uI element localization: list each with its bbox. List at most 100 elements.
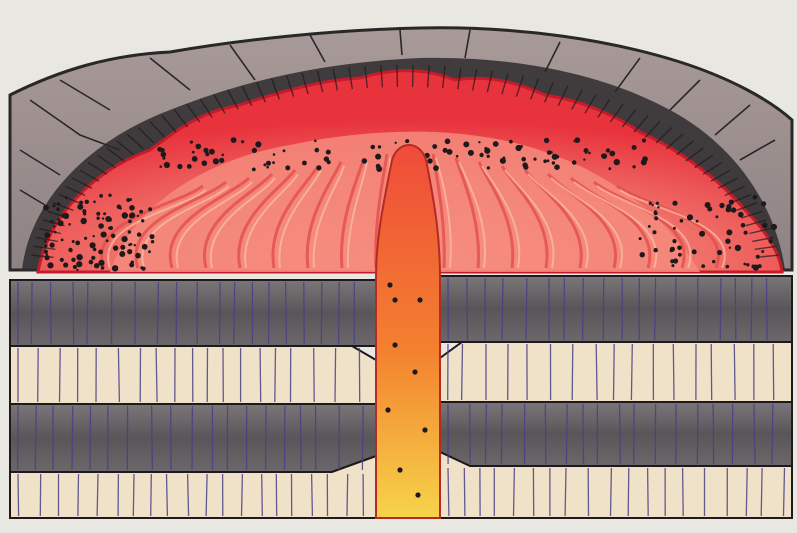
vesicle-dot [699, 231, 705, 237]
vesicle-dot [71, 258, 75, 262]
vesicle-dot [219, 158, 224, 163]
vesicle-dot [113, 245, 118, 250]
vesicle-dot [315, 148, 320, 153]
joint-line [545, 404, 546, 464]
vesicle-dot [109, 226, 113, 230]
vesicle-dot [692, 249, 697, 254]
joint-line [751, 278, 752, 340]
joint-line [87, 282, 88, 344]
joint-line [596, 344, 597, 400]
vesicle-dot [753, 195, 758, 200]
stratum-pale-upper-right [440, 342, 792, 402]
vesicle-dot [139, 210, 143, 214]
joint-line [262, 474, 263, 516]
vesicle-dot [601, 153, 607, 159]
vesicle-dot [129, 205, 135, 211]
vesicle-dot [395, 142, 397, 144]
vesicle-dot [93, 248, 97, 252]
vesicle-dot [677, 246, 682, 251]
vesicle-dot [608, 167, 611, 170]
vesicle-dot [202, 160, 208, 166]
vesicle-dot [314, 140, 317, 143]
joint-line [470, 404, 471, 464]
vesicle-dot [263, 163, 266, 166]
vesicle-dot [523, 165, 528, 170]
vesicle-dot [73, 265, 77, 269]
joint-line [133, 474, 134, 516]
vesicle-dot [762, 223, 768, 229]
vesicle-dot [678, 253, 682, 257]
vesicle-dot [726, 265, 730, 269]
vesicle-dot [362, 158, 367, 163]
vesicle-dot [43, 205, 49, 211]
vesicle-dot [213, 158, 219, 164]
vesicle-dot [701, 264, 705, 268]
vesicle-dot [96, 212, 100, 216]
vesicle-dot [649, 202, 652, 205]
vesicle-dot [50, 243, 55, 248]
vesicle-dot [493, 141, 499, 147]
joint-line [720, 278, 721, 340]
vesicle-dot [405, 139, 409, 143]
vesicle-dot [543, 159, 547, 163]
vesicle-dot [44, 250, 48, 254]
vesicle-dot [93, 235, 95, 237]
vesicle-dot [75, 241, 80, 246]
vesicle-dot [447, 149, 453, 155]
feeder-conduit [376, 145, 440, 518]
vesicle-dot [151, 240, 154, 243]
vesicle-dot [672, 201, 677, 206]
vesicle-dot [705, 202, 711, 208]
stratum-dark-lower-left [10, 404, 376, 472]
joint-line [683, 468, 684, 516]
vesicle-dot [427, 158, 432, 163]
vesicle-dot [252, 168, 256, 172]
joint-line [462, 344, 463, 400]
vesicle-dot [751, 265, 755, 269]
joint-line [51, 282, 52, 344]
vesicle-dot [653, 230, 657, 234]
vesicle-dot [657, 206, 659, 208]
vesicle-dot [44, 240, 47, 243]
conduit-dot [415, 492, 420, 497]
vesicle-dot [101, 266, 105, 270]
vesicle-dot [272, 161, 275, 164]
vesicle-dot [130, 198, 133, 201]
strata-right [440, 276, 792, 518]
joint-line [234, 282, 235, 344]
vesicle-dot [98, 260, 104, 266]
vesicle-dot [741, 223, 746, 228]
vesicle-dot [445, 139, 451, 145]
joint-line [697, 404, 698, 464]
joint-line [35, 406, 36, 470]
joint-line [242, 474, 243, 516]
vesicle-dot [129, 262, 134, 267]
vesicle-dot [122, 236, 128, 242]
vesicle-dot [654, 216, 658, 220]
joint-line [772, 404, 773, 464]
vesicle-dot [209, 149, 215, 155]
vesicle-dot [91, 256, 95, 260]
vesicle-dot [652, 204, 654, 206]
joint-line [620, 404, 621, 464]
joint-line [339, 282, 340, 344]
vesicle-dot [648, 225, 651, 228]
joint-line [631, 344, 632, 400]
vesicle-dot [57, 218, 60, 221]
joint-line [312, 474, 313, 516]
vesicle-dot [44, 232, 50, 238]
vesicle-dot [84, 237, 87, 240]
conduit-dot [422, 427, 427, 432]
vesicle-dot [719, 203, 724, 208]
vesicle-dot [552, 161, 555, 164]
joint-line [90, 406, 91, 470]
vesicle-dot [76, 269, 78, 271]
vesicle-dot [574, 137, 580, 143]
vesicle-dot [656, 202, 659, 205]
joint-line [31, 282, 32, 344]
vesicle-dot [456, 155, 459, 158]
vesicle-dot [771, 224, 777, 230]
vesicle-dot [164, 162, 170, 168]
vesicle-dot [159, 165, 162, 168]
joint-line [73, 282, 74, 344]
